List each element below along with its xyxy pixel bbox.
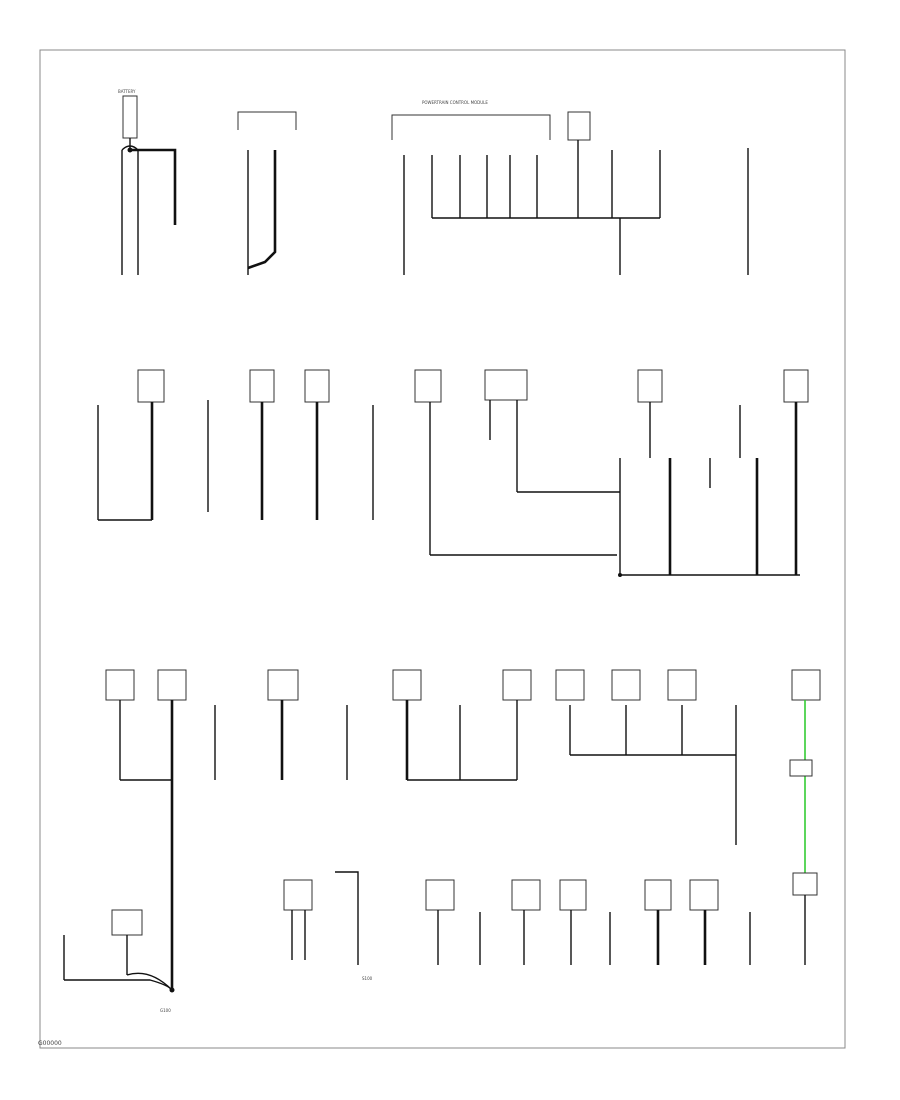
battery-label: BATTERY	[118, 89, 136, 94]
diagram-frame	[39, 49, 846, 1049]
battery-section: BATTERY	[118, 89, 177, 275]
diagram-code: G00000	[38, 1040, 62, 1047]
component-row1-b	[237, 111, 297, 275]
pcm-label: POWERTRAIN CONTROL MODULE	[422, 100, 488, 105]
pcm-section: POWERTRAIN CONTROL MODULE	[391, 100, 661, 275]
row3-components	[105, 669, 821, 990]
row2-components	[97, 369, 809, 577]
row4-components: G100 S100	[63, 871, 818, 1013]
splice-label: S100	[362, 976, 373, 981]
ground-label: G100	[160, 1008, 171, 1013]
